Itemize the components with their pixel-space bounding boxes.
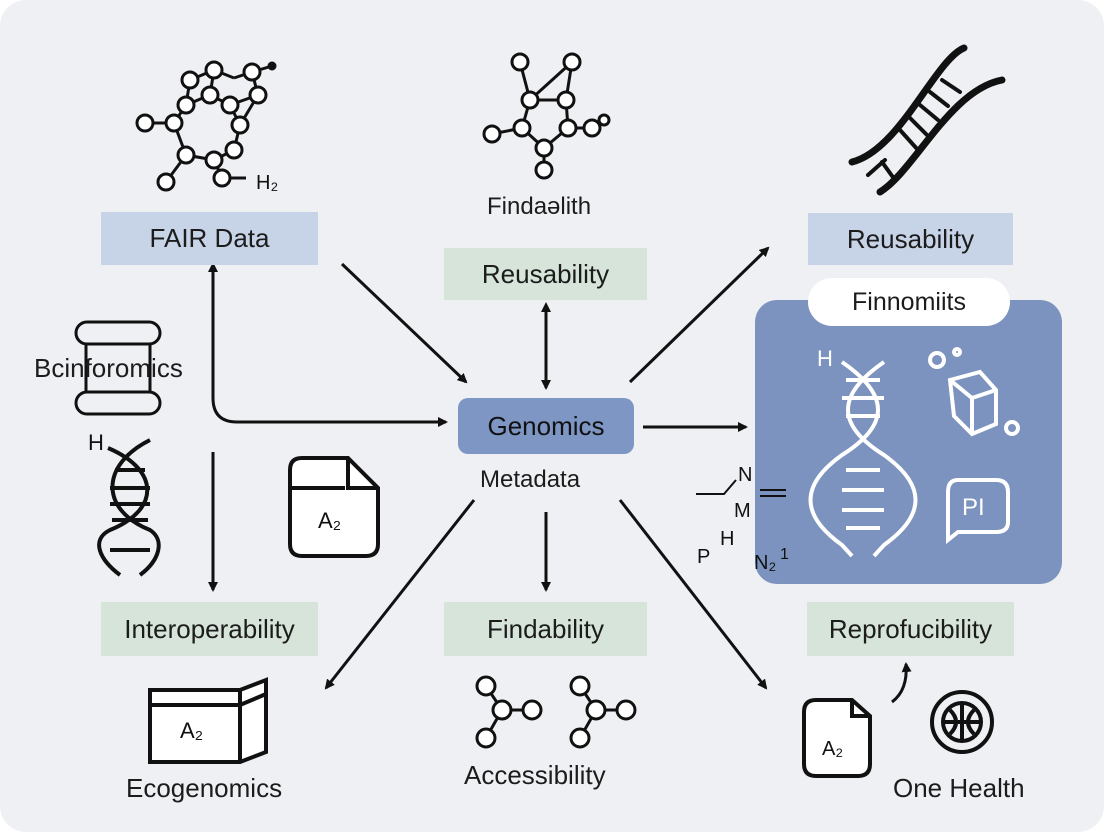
folder-icon xyxy=(148,677,268,764)
arrow-center-to-reusability-right xyxy=(628,246,770,384)
fair-data-box: FAIR Data xyxy=(101,212,318,265)
chat-pi-icon xyxy=(946,478,1010,545)
molecule-icon xyxy=(135,60,277,192)
formula-n: N xyxy=(738,464,753,486)
accessibility-label: Accessibility xyxy=(464,760,606,790)
finnomics-panel xyxy=(755,300,1062,584)
ecogenomics-label: Ecogenomics xyxy=(126,773,283,803)
dna-icon xyxy=(808,360,918,558)
findability-box: Findability xyxy=(444,602,647,656)
reproducibility-box: Reprofucibility xyxy=(807,602,1014,656)
reusability-right-box: Reusability xyxy=(808,213,1013,265)
dna-icon xyxy=(97,438,161,577)
folder-a2-label: A₂ xyxy=(180,718,204,743)
dna-h-label: H xyxy=(88,430,104,455)
arrow-center-to-ecogenomics xyxy=(324,499,476,690)
panel-title: Finnomiits xyxy=(808,278,1010,326)
arrow-small-curve xyxy=(891,662,912,704)
metadata-label: Metadata xyxy=(480,466,581,493)
cylinder-icon xyxy=(74,320,162,416)
panel-h-label: H xyxy=(817,346,833,371)
top-center-label: Findaəlith xyxy=(487,193,592,220)
formula-h: H xyxy=(720,528,735,550)
h2-label: H₂ xyxy=(256,172,279,194)
dna-icon xyxy=(848,44,1006,196)
doc2-a2-label: A₂ xyxy=(822,738,844,760)
one-health-label: One Health xyxy=(893,773,1025,803)
formula-n2: N₂ xyxy=(754,552,777,574)
globe-icon xyxy=(930,690,994,754)
cube-icon xyxy=(928,347,1020,437)
document-icon xyxy=(802,698,872,778)
bioinformatics-label: Bcinforomics xyxy=(34,353,183,383)
doc-a2-label: A₂ xyxy=(318,508,342,533)
reusability-mid-box: Reusability xyxy=(444,248,647,300)
formula-p: P xyxy=(697,546,711,568)
arrow-elbow-fair-center xyxy=(208,262,448,427)
formula-m: M xyxy=(734,500,751,522)
interoperability-box: Interoperability xyxy=(101,602,318,656)
panel-pi-label: PI xyxy=(962,494,985,521)
arrow-center-to-onehealth xyxy=(618,499,768,690)
formula-sup: 1 xyxy=(780,546,789,563)
genomics-center-box: Genomics xyxy=(458,398,634,454)
graph-nodes-icon xyxy=(475,675,637,749)
document-icon xyxy=(288,456,380,558)
molecule-icon xyxy=(482,52,611,180)
